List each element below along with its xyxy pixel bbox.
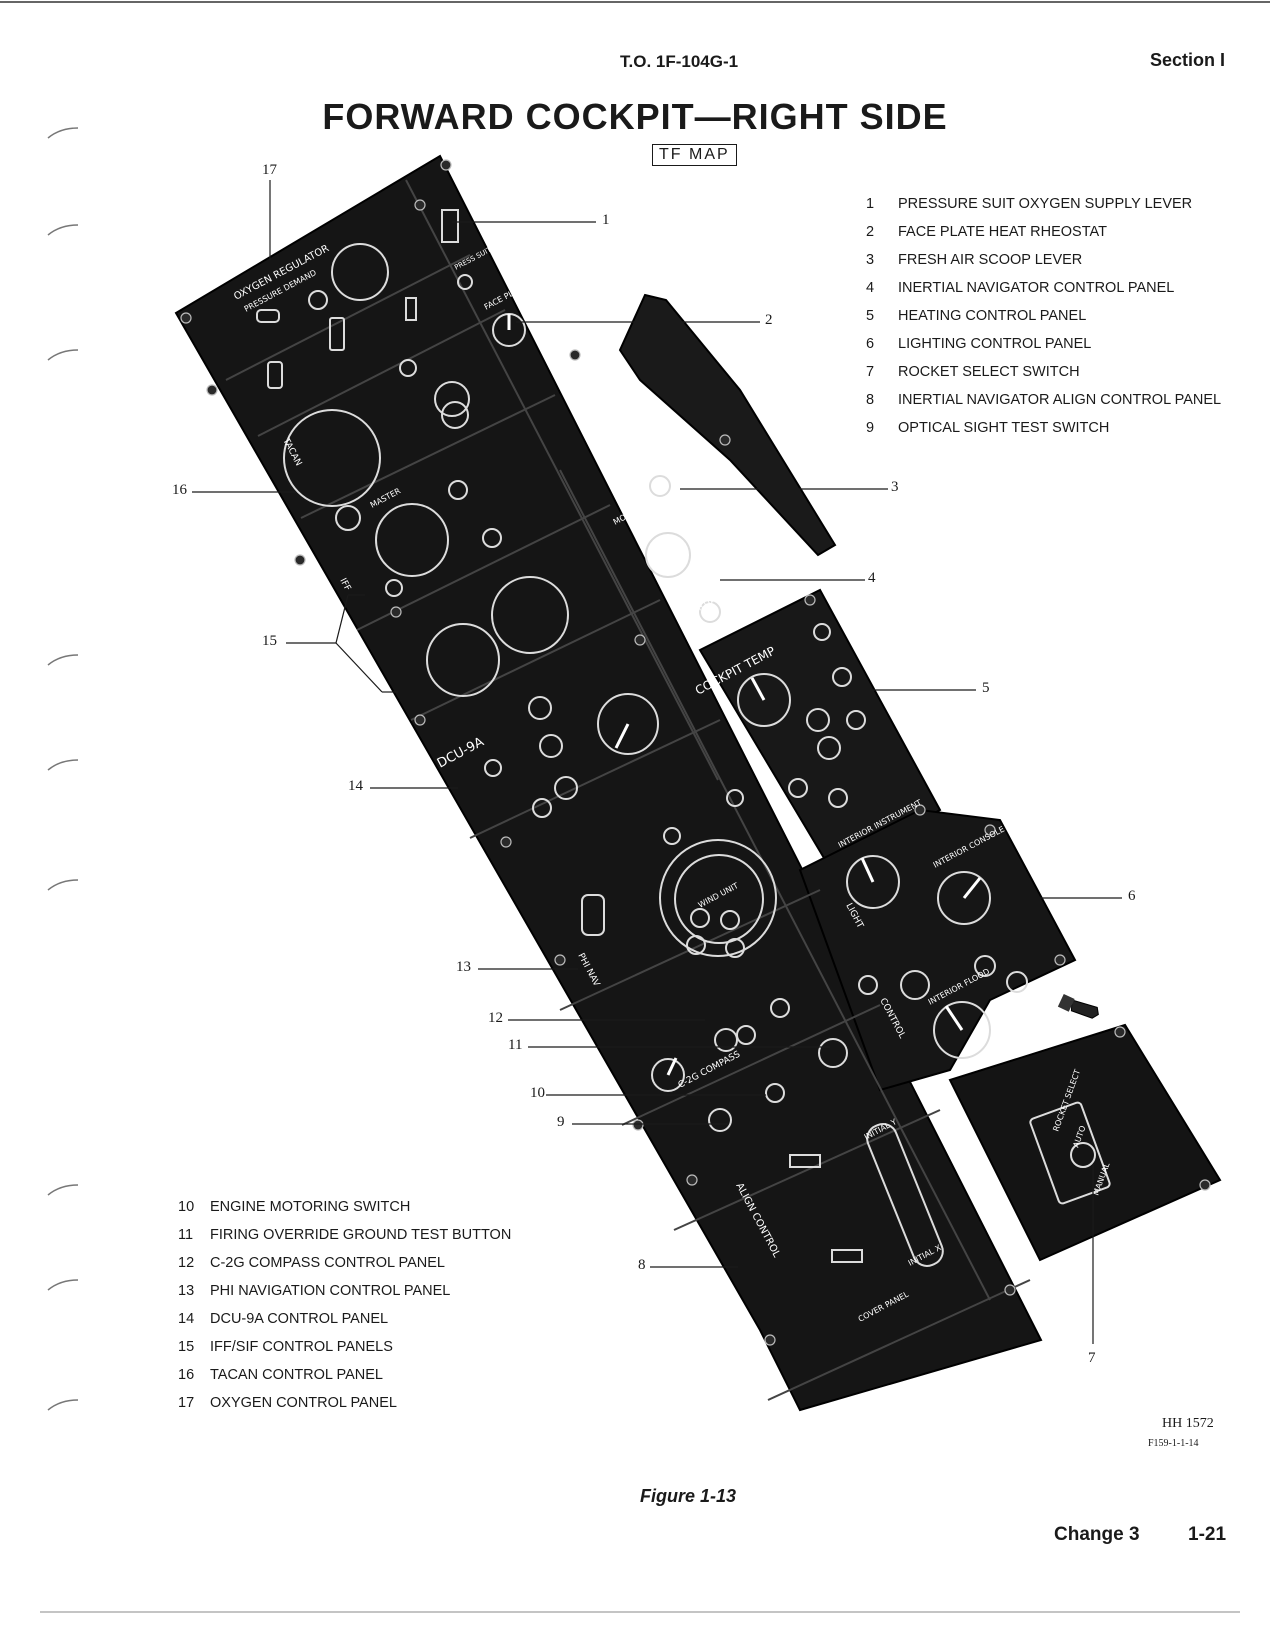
callout-1: 1: [602, 212, 610, 228]
callout-2: 2: [765, 312, 773, 328]
binder-marks: [47, 127, 79, 1411]
section-label: Section I: [1150, 50, 1226, 70]
screws: [180, 159, 1211, 1346]
leader-lines: [192, 180, 1122, 1344]
callout-8: 8: [638, 1257, 646, 1273]
page-number: 1-21: [1188, 1524, 1227, 1545]
tf-map-badge: TF MAP: [652, 144, 737, 166]
callout-9: 9: [557, 1114, 565, 1130]
pointing-hand-icon: [1057, 993, 1099, 1019]
knob-pointers: [507, 314, 982, 1076]
callout-4: 4: [868, 570, 876, 586]
callout-16: 16: [172, 482, 187, 498]
callout-3: 3: [891, 479, 899, 495]
callout-6: 6: [1128, 888, 1136, 904]
callout-13: 13: [456, 959, 471, 975]
figure-code: F159-1-1-14: [1148, 1438, 1199, 1449]
callout-17: 17: [262, 162, 277, 178]
callout-14: 14: [348, 778, 363, 794]
callout-12: 12: [488, 1010, 503, 1026]
hh-reference: HH 1572: [1162, 1416, 1214, 1431]
panel-label-inertial: INERTIAL NAVIGATOR: [683, 567, 772, 621]
callout-5: 5: [982, 680, 990, 696]
page-title: FORWARD COCKPIT—RIGHT SIDE: [322, 96, 948, 137]
change-label: Change 3: [1054, 1524, 1140, 1545]
instruments: [256, 209, 1111, 1267]
callout-7: 7: [1088, 1350, 1096, 1366]
callout-10: 10: [530, 1085, 545, 1101]
callout-15: 15: [262, 633, 277, 649]
figure-caption: Figure 1-13: [640, 1486, 737, 1506]
callout-11: 11: [508, 1037, 523, 1053]
doc-id: T.O. 1F-104G-1: [620, 52, 739, 71]
